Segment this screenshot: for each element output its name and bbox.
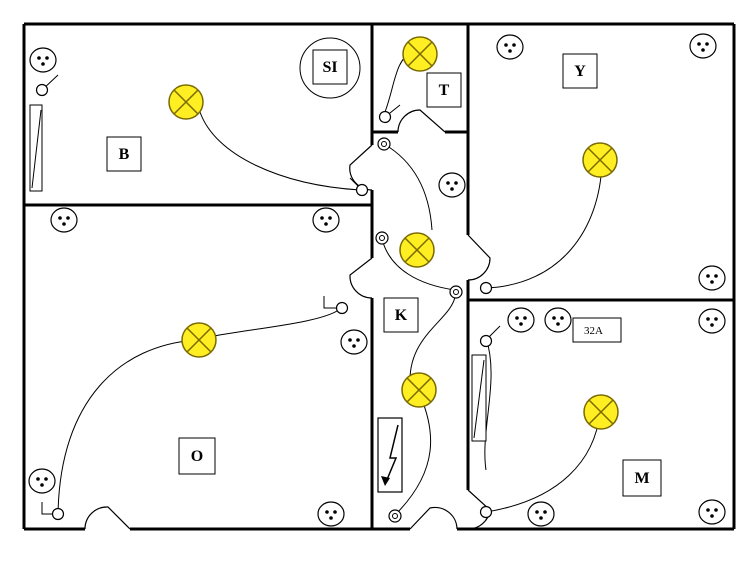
ceiling-lamp-icon (399, 232, 435, 268)
socket-outlet-icon (496, 34, 524, 60)
wiring (41, 51, 603, 516)
radiators (29, 104, 487, 442)
ceiling-lamp-icon (582, 142, 618, 178)
socket-outlet-icon (28, 468, 56, 494)
socket-outlet-icon (689, 33, 717, 59)
light-switch-icon (35, 83, 49, 97)
light-switch-icon (479, 334, 493, 348)
socket-outlet-icon (340, 329, 368, 355)
room-label-o: O (178, 437, 216, 475)
socket-outlet-icon (29, 47, 57, 73)
room-label-si: SI (312, 49, 348, 85)
ceiling-lamp-icon (583, 394, 619, 430)
lamps (168, 36, 619, 430)
light-switch-icon (335, 301, 349, 315)
room-labels: B SI T Y K O M 32A (106, 49, 662, 497)
socket-outlet-icon (527, 501, 555, 527)
junction-box-icon (377, 137, 391, 151)
door-swings (84, 109, 491, 530)
svg-text:T: T (439, 82, 450, 99)
svg-text:B: B (119, 146, 130, 163)
light-switch-icon (378, 110, 392, 124)
socket-outlet-icon (507, 307, 535, 333)
socket-outlet-icon (698, 499, 726, 525)
socket-outlet-icon (698, 308, 726, 334)
socket-outlet-icon (50, 207, 78, 233)
ceiling-lamp-icon (181, 322, 217, 358)
socket-outlet-icon (544, 307, 572, 333)
ceiling-lamp-icon (402, 36, 438, 72)
distribution-board-icon (377, 417, 403, 493)
light-switch-icon (51, 507, 65, 521)
svg-text:Y: Y (574, 63, 586, 80)
svg-text:O: O (191, 448, 203, 465)
ceiling-lamp-icon (401, 372, 437, 408)
room-label-k: K (383, 297, 419, 333)
room-label-t: T (426, 72, 462, 108)
socket-outlet-icon (312, 207, 340, 233)
ceiling-lamp-icon (168, 84, 204, 120)
junction-box-icon (375, 231, 389, 245)
light-switch-icon (479, 505, 493, 519)
svg-text:M: M (634, 470, 649, 487)
svg-text:K: K (395, 307, 408, 324)
switches (35, 83, 493, 521)
light-switch-icon (355, 183, 369, 197)
socket-outlet-icon (317, 501, 345, 527)
room-si-circle (299, 37, 361, 99)
svg-text:32A: 32A (584, 325, 603, 337)
junction-box-icon (388, 509, 402, 523)
light-switch-icon (479, 281, 493, 295)
walls (22, 22, 736, 531)
junction-box-icon (449, 285, 463, 299)
socket-outlet-icon (438, 172, 466, 198)
socket-outlet-icon (698, 265, 726, 291)
breaker-label: 32A (572, 317, 622, 343)
room-label-b: B (106, 136, 142, 172)
sockets (28, 33, 726, 527)
svg-text:SI: SI (322, 59, 337, 76)
room-label-y: Y (562, 53, 598, 89)
room-label-m: M (622, 459, 662, 497)
